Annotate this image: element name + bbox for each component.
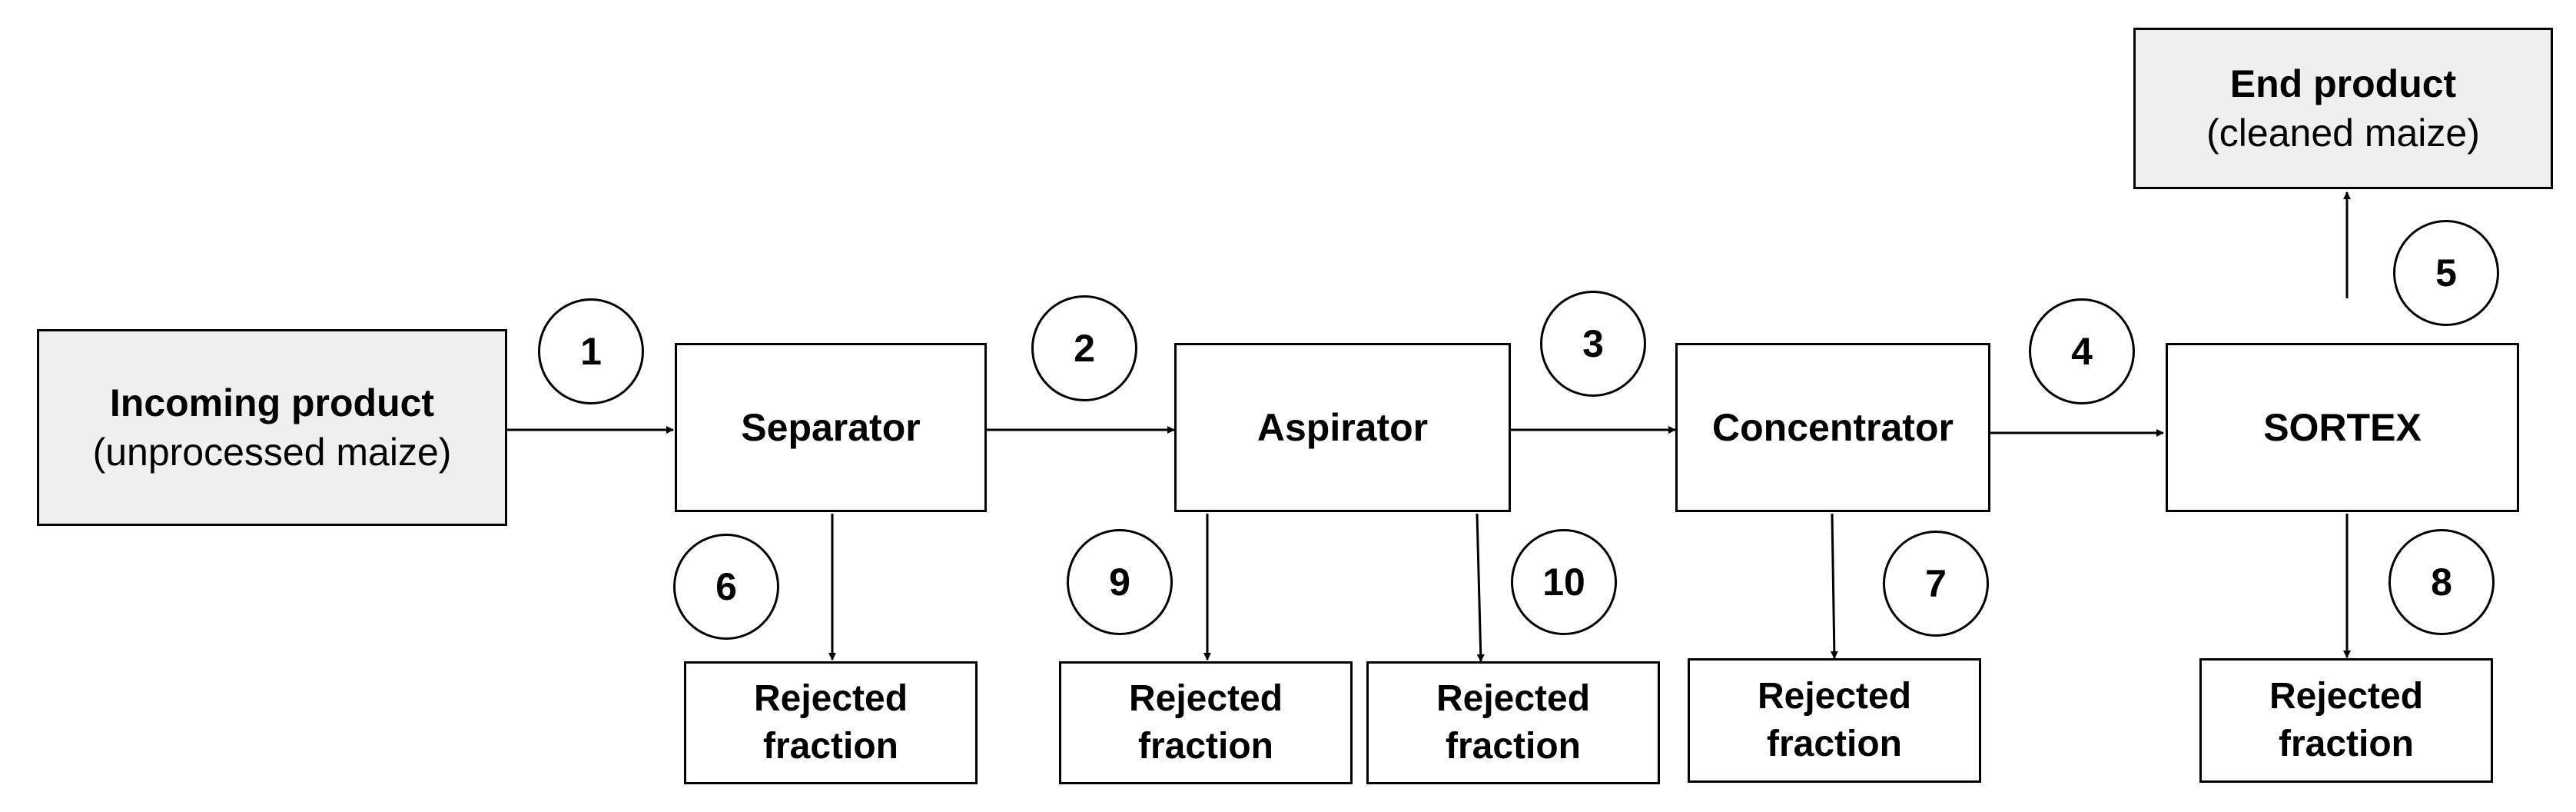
step-marker-2: 2 [1031, 295, 1137, 401]
rejected-label-line2: fraction [2278, 724, 2414, 764]
sortex-box: SORTEX [2166, 343, 2519, 512]
step-marker-3: 3 [1540, 291, 1646, 397]
rejected-label-line1: Rejected [2269, 676, 2424, 717]
rejected-label-line1: Rejected [1128, 678, 1283, 719]
step-marker-8: 8 [2388, 529, 2495, 635]
rejected-label-line2: fraction [1445, 726, 1581, 767]
concentrator-box: Concentrator [1675, 343, 1990, 512]
step-marker-5: 5 [2393, 220, 2499, 326]
sortex-label: SORTEX [2263, 406, 2422, 449]
separator-label: Separator [741, 406, 921, 449]
rejected-label-line1: Rejected [1757, 676, 1912, 717]
step-marker-7: 7 [1883, 531, 1989, 637]
rejected-fraction-separator: Rejected fraction [684, 661, 978, 784]
end-product-title: End product [2229, 62, 2457, 105]
step-marker-9: 9 [1067, 529, 1173, 635]
step-marker-6: 6 [673, 534, 779, 640]
end-product-box: End product (cleaned maize) [2133, 28, 2553, 189]
rejected-label-line2: fraction [1766, 724, 1902, 764]
rejected-fraction-sortex: Rejected fraction [2199, 658, 2493, 783]
aspirator-label: Aspirator [1256, 406, 1429, 449]
rejected-label-line2: fraction [762, 726, 898, 767]
rejected-fraction-aspirator-a: Rejected fraction [1059, 661, 1353, 784]
concentrator-label: Concentrator [1712, 406, 1954, 449]
rejected-fraction-aspirator-b: Rejected fraction [1366, 661, 1660, 784]
rejected-fraction-concentrator: Rejected fraction [1688, 658, 1981, 783]
incoming-product-title: Incoming product [109, 381, 435, 424]
rejected-label-line1: Rejected [753, 678, 908, 719]
aspirator-box: Aspirator [1174, 343, 1511, 512]
arrow-concentrator-to-rejected [1830, 513, 1838, 659]
end-product-subtitle: (cleaned maize) [2206, 111, 2480, 155]
rejected-label-line2: fraction [1137, 726, 1273, 767]
incoming-product-box: Incoming product (unprocessed maize) [37, 329, 507, 526]
separator-box: Separator [675, 343, 987, 512]
rejected-label-line1: Rejected [1436, 678, 1591, 719]
arrow-aspirator-to-rejected-b [1476, 513, 1485, 662]
step-marker-10: 10 [1511, 529, 1617, 635]
incoming-product-subtitle: (unprocessed maize) [92, 431, 452, 474]
step-marker-1: 1 [538, 298, 644, 404]
step-marker-4: 4 [2029, 298, 2135, 404]
